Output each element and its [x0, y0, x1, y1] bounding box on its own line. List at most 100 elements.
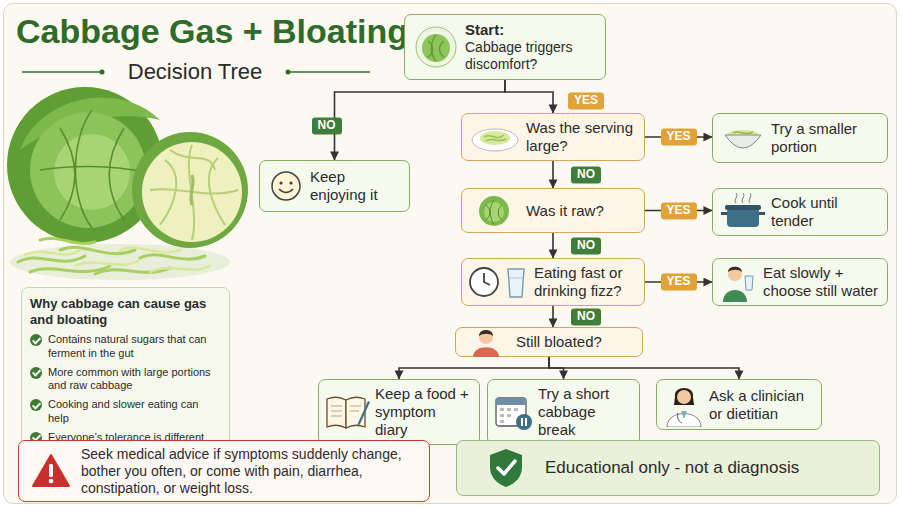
edge-label: NO	[571, 166, 601, 183]
connector	[549, 357, 739, 379]
shape	[521, 418, 523, 426]
edge-label: YES	[660, 202, 696, 219]
shape	[25, 248, 210, 272]
shape	[279, 189, 293, 193]
shape	[10, 244, 230, 280]
note-box: Educational only - not a diagnosis	[456, 440, 880, 496]
shape	[677, 390, 691, 404]
shape	[40, 110, 145, 228]
shape	[728, 267, 742, 281]
shape	[496, 398, 526, 405]
decision-box: Still bloated?	[455, 327, 643, 357]
shape	[357, 401, 370, 427]
shape	[500, 414, 504, 417]
drinking-person-icon	[719, 262, 757, 302]
shape	[681, 411, 687, 419]
node-text: More common with large portions and raw …	[30, 366, 221, 394]
shape	[49, 479, 54, 484]
node-text: Was the serving large?	[526, 119, 636, 155]
warning-icon	[31, 453, 71, 489]
shape	[509, 278, 523, 279]
node-text: Try a short cabbage break	[538, 385, 631, 439]
shape	[500, 408, 518, 423]
edge-label: NO	[312, 117, 342, 134]
node-text: Cook until tender	[771, 194, 879, 230]
shape	[18, 256, 85, 262]
start-box: Start:Cabbage triggers discomfort?	[404, 14, 606, 80]
result-box: Try a smaller portion	[712, 113, 888, 163]
shape	[25, 250, 80, 255]
connector	[505, 80, 553, 113]
shape	[479, 330, 493, 344]
shape	[428, 35, 444, 61]
shape	[327, 397, 346, 428]
diary-icon	[324, 393, 372, 431]
result-box: Ask a clinician or dietitian	[656, 379, 822, 430]
shape	[723, 290, 747, 302]
result-box: Try a short cabbage break	[487, 379, 640, 445]
result-box: Cook until tender	[712, 188, 888, 236]
connector	[552, 233, 554, 258]
shape	[289, 181, 292, 184]
shape	[507, 414, 511, 417]
decision-box: Eating fast or drinking fizz?	[461, 258, 645, 306]
person-icon	[470, 327, 502, 357]
connector	[399, 357, 549, 379]
node-text: Keep enjoying it	[310, 168, 401, 204]
subtitle: Decision Tree	[124, 59, 267, 85]
edge-label: YES	[660, 273, 696, 290]
shape	[498, 461, 515, 474]
shape	[54, 134, 130, 210]
shape	[496, 398, 526, 426]
shape	[150, 145, 238, 240]
edge-label: NO	[571, 237, 601, 254]
result-box: Eat slowly + choose still water	[712, 258, 888, 306]
node-text: Contains natural sugars that can ferment…	[30, 333, 221, 361]
shape	[142, 142, 242, 242]
shape	[331, 406, 361, 416]
shape	[132, 132, 248, 248]
shape	[484, 273, 490, 285]
node-text: Cooking and slower eating can help	[30, 398, 221, 426]
shape	[7, 87, 248, 280]
shape	[416, 27, 456, 67]
shape	[470, 268, 498, 296]
info-panel: Why cabbage can cause gas and bloatingCo…	[21, 287, 230, 458]
node-text: Still bloated?	[516, 333, 634, 351]
shape	[286, 70, 291, 75]
bowl-icon	[721, 121, 765, 155]
clinician-icon	[664, 383, 704, 427]
shape	[516, 414, 532, 430]
shape	[22, 71, 102, 73]
shape	[486, 200, 502, 224]
shape	[733, 132, 753, 134]
shape	[75, 260, 140, 266]
shield-icon	[487, 447, 525, 489]
shape	[484, 135, 506, 141]
shape	[100, 70, 105, 75]
pot-icon	[721, 193, 765, 231]
calendar-icon	[494, 393, 534, 431]
smiley-icon	[270, 170, 302, 202]
shape	[525, 418, 527, 426]
title: Cabbage Gas + Bloating	[16, 12, 408, 51]
cabbage-icon	[414, 25, 458, 69]
decision-box: Was the serving large?	[461, 113, 645, 161]
shape	[473, 347, 499, 357]
shape	[490, 449, 522, 487]
node-text: Eating fast or drinking fizz?	[534, 264, 636, 300]
shape	[422, 34, 450, 62]
shape	[678, 413, 682, 423]
node-heading: Start:	[465, 21, 597, 39]
shape	[472, 129, 518, 151]
shape	[120, 248, 180, 253]
shape	[735, 193, 751, 203]
result-box: Keep a food + symptom diary	[318, 379, 480, 445]
clock-glass-icon	[468, 264, 528, 300]
shape	[500, 420, 504, 423]
node-text: Try a smaller portion	[771, 120, 879, 156]
shape	[500, 408, 504, 411]
node-heading: Why cabbage can cause gas and bloating	[30, 296, 221, 327]
shape	[346, 397, 365, 428]
